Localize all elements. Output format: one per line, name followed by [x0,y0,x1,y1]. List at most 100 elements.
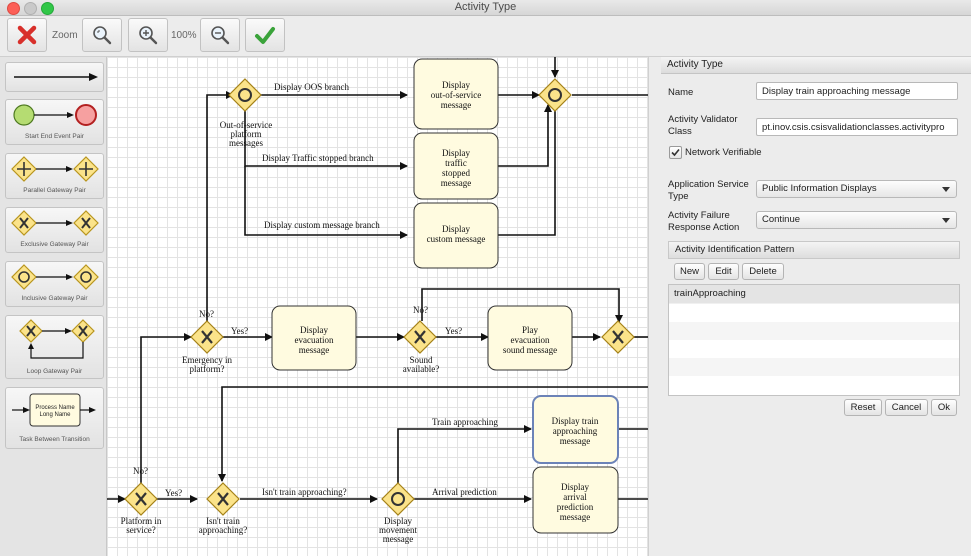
delete-pattern-button[interactable]: Delete [742,263,784,280]
task-sound[interactable] [487,305,573,371]
gateway-label: approaching? [199,525,247,535]
cancel-button[interactable] [7,18,47,52]
validator-class-field[interactable]: pt.inov.csis.csisvalidationclasses.activ… [756,118,958,136]
task-text: evacuation [511,335,550,345]
palette-loop-gateway-pair[interactable]: Loop Gateway Pair [5,315,104,379]
task-text: message [560,436,591,446]
gateway-label: movement [379,525,417,535]
confirm-button[interactable] [245,18,285,52]
edge-labels: Display OOS branch Display Traffic stopp… [133,82,498,498]
task-text: Play [522,325,539,335]
parallel-gateway-icon [11,156,99,182]
task-arrival[interactable] [532,466,619,534]
task-text: sound message [503,345,557,355]
name-field[interactable]: Display train approaching message [756,82,958,100]
edge-label: Display Traffic stopped branch [262,153,374,163]
cancel-dialog-button[interactable]: Cancel [885,399,928,416]
task-text: Display train [552,416,599,426]
network-verifiable-checkbox[interactable] [669,146,682,159]
zoom-out-button[interactable] [200,18,240,52]
task-text: Display [442,148,470,158]
edge-label: Yes? [231,326,248,336]
palette-task-between-transition[interactable]: Process Name Long Name Task Between Tran… [5,387,104,449]
pattern-section-header: Activity Identification Pattern [668,241,960,259]
arrow-icon [14,73,98,81]
task-box-line-1: Process Name [35,405,75,411]
edge-custom-branch[interactable] [244,166,408,239]
panel-title: Activity Type [667,59,723,70]
service-label: Application Service [668,179,749,190]
gateway-label: Emergency in [182,355,233,365]
split-divider[interactable] [648,57,662,556]
gateway-sound[interactable] [403,320,437,354]
task-text: custom message [427,234,486,244]
chevron-down-icon [942,218,950,223]
list-row-empty [669,322,959,340]
palette-parallel-gateway-pair[interactable]: Parallel Gateway Pair [5,153,104,199]
list-row-empty [669,358,959,376]
gateway-label: messages [229,138,263,148]
palette-exclusive-gateway-pair[interactable]: Exclusive Gateway Pair [5,207,104,253]
process-diagram[interactable]: Display out-of-service message Display t… [107,57,648,556]
failure-action-select[interactable]: Continue [756,211,957,229]
zoom-fit-button[interactable] [82,18,122,52]
gateway-label: platform [231,129,262,139]
edge-no-platform [140,333,192,483]
reset-button[interactable]: Reset [844,399,882,416]
list-item[interactable]: trainApproaching [669,285,959,304]
palette-start-end-event-pair[interactable]: Start End Event Pair [5,99,104,145]
edge-label: No? [413,305,428,315]
task-oos[interactable] [413,58,499,130]
chevron-down-icon [942,187,950,192]
task-text: approaching [553,426,598,436]
edge-loop-back [218,386,648,482]
palette-label: Parallel Gateway Pair [23,187,86,194]
transitions [107,57,648,503]
palette-transition[interactable] [5,62,104,92]
gateway-label: Platform in [121,516,162,526]
edge-no-sound [421,288,623,323]
gateway-emergency[interactable] [190,320,224,354]
ok-button[interactable]: Ok [931,399,957,416]
maximize-window-button[interactable] [41,2,54,15]
task-text: out-of-service [431,90,481,100]
new-pattern-button[interactable]: New [674,263,705,280]
edge-label: Isn't train approaching? [262,487,347,497]
task-text: stopped [442,168,470,178]
task-text: Display [300,325,328,335]
minimize-window-button[interactable] [24,2,37,15]
gateway-platform[interactable] [124,482,158,516]
validator-label: Activity Validator [668,114,738,125]
name-label: Name [668,87,694,98]
gateway-isnt-train[interactable] [206,482,240,516]
pattern-list[interactable]: trainApproaching [668,284,960,396]
failure-action-value: Continue [762,214,801,225]
service-label-line2: Type [668,191,689,202]
edge-label: Yes? [165,488,182,498]
pattern-section-title: Activity Identification Pattern [675,244,795,255]
task-text: message [441,178,472,188]
edit-pattern-button[interactable]: Edit [708,263,739,280]
task-approach-selected[interactable] [532,395,619,464]
close-window-button[interactable] [7,2,20,15]
task-traffic[interactable] [413,132,499,200]
green-check-icon [255,27,275,44]
service-type-select[interactable]: Public Information Displays [756,180,957,198]
gateway-label: Out-of-service [220,120,272,130]
gateway-merge-top[interactable] [538,78,572,112]
task-custom[interactable] [413,202,499,269]
gateway-merge-mid[interactable] [601,320,635,354]
inclusive-gateway-icon [11,264,99,290]
diagram-canvas[interactable]: Display out-of-service message Display t… [107,57,648,556]
gateway-movement[interactable] [381,482,415,516]
task-evac[interactable] [271,305,357,371]
edge-label: Display custom message branch [264,220,380,230]
red-x-icon [17,25,37,45]
task-text: evacuation [295,335,334,345]
zoom-in-button[interactable] [128,18,168,52]
task-text: arrival [563,492,587,502]
edge-label: Display OOS branch [274,82,349,92]
gateway-oos[interactable] [228,78,262,112]
panel-header: Activity Type [661,57,971,74]
palette-inclusive-gateway-pair[interactable]: Inclusive Gateway Pair [5,261,104,307]
